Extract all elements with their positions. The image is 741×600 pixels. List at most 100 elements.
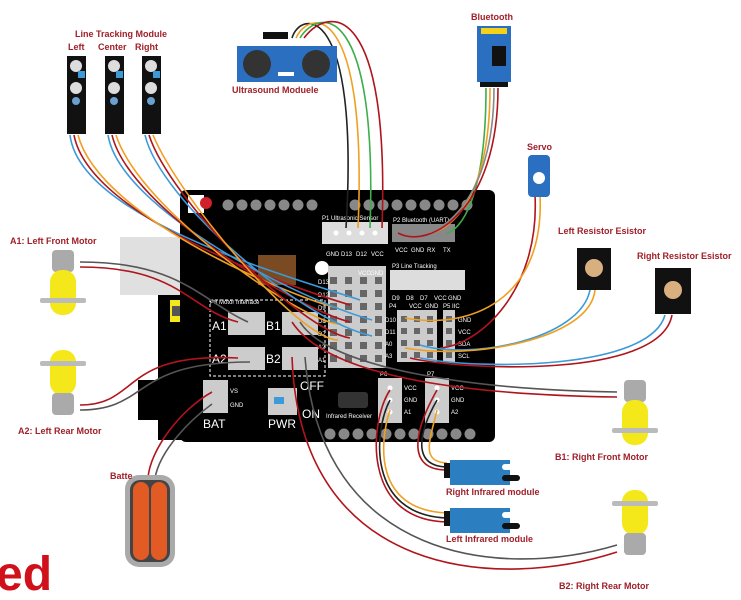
grid-vcc: VCC (358, 271, 371, 277)
p1-connector (322, 222, 388, 244)
header-pin (278, 199, 290, 211)
p5-label: P5 IIC (443, 304, 460, 310)
header-pin (408, 428, 420, 440)
right-resistor-label: Right Resistor Esistor (637, 251, 732, 261)
header-pin (352, 428, 364, 440)
line-right-label: Right (135, 42, 158, 52)
p4-row-label: D11 (385, 330, 396, 336)
p6-pin-label: GND (404, 398, 418, 404)
header-pin (292, 199, 304, 211)
dc-motor (40, 250, 86, 315)
off-label: OFF (300, 379, 324, 393)
grid-row-label: A2 (318, 345, 326, 351)
p4-row-label: D10 (385, 318, 397, 324)
a2-connector (228, 347, 265, 370)
grid-row-label: D9 (318, 306, 326, 312)
p3-pin-label: D9 (392, 296, 400, 302)
p6-pin-label: VCC (404, 386, 417, 392)
line-tracking-sensor (142, 56, 161, 134)
p2-pin-label: VCC (395, 248, 408, 254)
p3-pin-label: GND (448, 296, 462, 302)
battery-pack (125, 475, 175, 567)
dc-motor (612, 380, 658, 445)
header-pin (222, 199, 234, 211)
p2-pin-label: RX (427, 248, 435, 254)
ultrasound-label: Ultrasound Moduele (232, 85, 319, 95)
bat-gnd: GND (230, 403, 244, 409)
header-pin (391, 199, 403, 211)
b2-label: B2 (266, 352, 281, 366)
left-ir-label: Left Infrared module (446, 534, 533, 544)
p5-row-label: SDA (458, 342, 470, 348)
motor-interface-box (209, 299, 326, 377)
header-pin (306, 199, 318, 211)
p4-gnd: GND (425, 304, 439, 310)
p4-row-label: A3 (385, 354, 393, 360)
servo-label: Servo (527, 142, 553, 152)
right-infrared-module (444, 460, 520, 485)
dc-motor (612, 490, 658, 555)
header-pin (380, 428, 392, 440)
b1-label: B1 (266, 319, 281, 333)
p2-pin-label: TX (443, 248, 451, 254)
p1-pin-label: D12 (356, 252, 368, 258)
p8-label: P8 Motor Interface (210, 300, 260, 306)
ultrasound-module (237, 32, 337, 82)
p5-row-label: VCC (458, 330, 471, 336)
p6-pin-label: A1 (404, 410, 412, 416)
header-pin (366, 428, 378, 440)
left-resistor-label: Left Resistor Esistor (558, 226, 647, 236)
p7-pin-label: GND (451, 398, 465, 404)
infrared-receiver (338, 392, 368, 408)
line-left-label: Left (68, 42, 85, 52)
line-tracking-title: Line Tracking Module (75, 29, 167, 39)
on-label: ON (302, 407, 320, 421)
p2-pin-label: GND (411, 248, 425, 254)
grid-row-label: D8 (318, 319, 326, 325)
p4-vcc: VCC (409, 304, 422, 310)
p3-pin-label: D7 (420, 296, 428, 302)
header-pin (264, 199, 276, 211)
header-pin (450, 428, 462, 440)
header-pin (349, 199, 361, 211)
header-pin (464, 428, 476, 440)
line-tracking-sensor (67, 56, 86, 134)
p4-row-label: A0 (385, 342, 393, 348)
battery-label: Batte (110, 471, 133, 481)
pwr-label: PWR (268, 417, 296, 431)
ir-receiver-label: Infrared Receiver (326, 414, 372, 420)
bat-vs: VS (230, 389, 238, 395)
grid-gnd: GND (370, 271, 384, 277)
header-pins-bottom (324, 428, 476, 440)
header-pin (447, 199, 459, 211)
bat-label: BAT (203, 417, 226, 431)
line-tracking-sensor (105, 56, 124, 134)
p1-pin-label: GND (326, 252, 340, 258)
p5-row-label: GND (458, 318, 472, 324)
p5-row-label: SCL (458, 354, 470, 360)
dc-motor (40, 350, 86, 415)
b1-motor-label: B1: Right Front Motor (555, 452, 648, 462)
p1-label: P1 Ultrasonic Sensor (322, 216, 378, 222)
a2-motor-label: A2: Left Rear Motor (18, 426, 102, 436)
p7-label: P7 (427, 372, 435, 378)
p3-pin-label: D8 (406, 296, 414, 302)
p3-pin-label: VCC (434, 296, 447, 302)
header-pin (236, 199, 248, 211)
right-ir-label: Right Infrared module (446, 487, 540, 497)
header-pin (338, 428, 350, 440)
header-pin (324, 428, 336, 440)
bluetooth-label: Bluetooth (471, 12, 513, 22)
header-pin (363, 199, 375, 211)
header-pin (405, 199, 417, 211)
header-pin (436, 428, 448, 440)
header-pin (433, 199, 445, 211)
header-pin (250, 199, 262, 211)
header-pin (394, 428, 406, 440)
page-title-fragment: ed (0, 548, 52, 600)
p6-label: P6 (380, 372, 388, 378)
p7-pin-label: A2 (451, 410, 459, 416)
grid-row-label: D13 (318, 280, 330, 286)
b2-motor-label: B2: Right Rear Motor (559, 581, 649, 591)
